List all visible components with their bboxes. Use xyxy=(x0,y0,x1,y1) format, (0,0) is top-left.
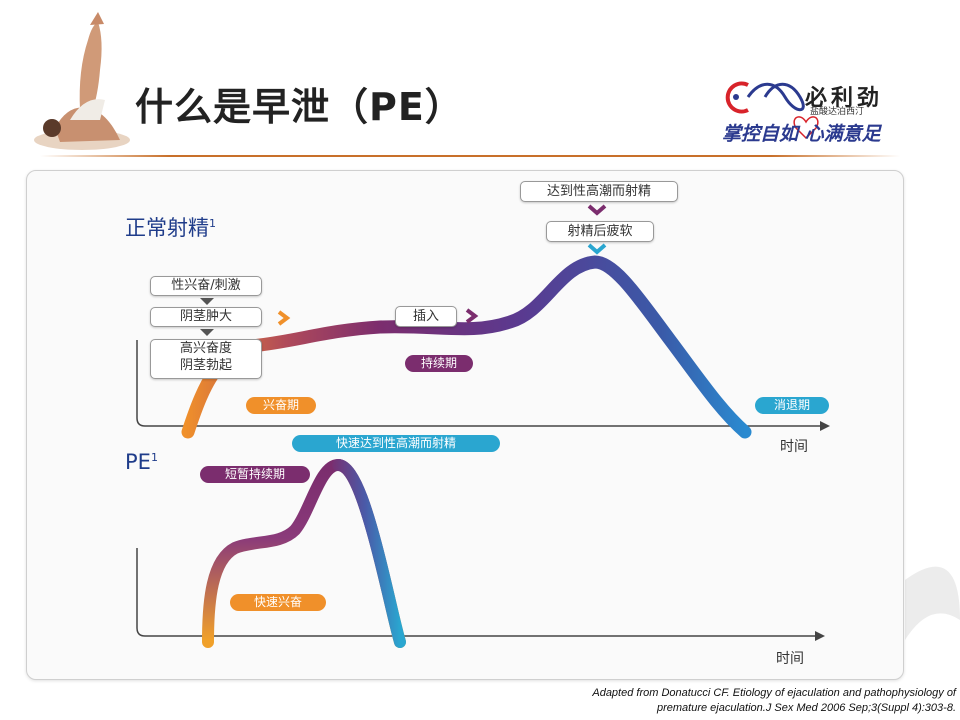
citation: Adapted from Donatucci CF. Etiology of e… xyxy=(476,686,956,716)
brand-slogan: 掌控自如 心满意足 xyxy=(722,123,881,145)
heart-icon xyxy=(793,116,819,140)
arousal-box: 性兴奋/刺激 xyxy=(150,276,262,296)
insertion-box: 插入 xyxy=(395,306,457,327)
pe-label: PE1 xyxy=(125,450,158,474)
erection-box-line1: 高兴奋度 xyxy=(179,341,232,356)
resolution-phase-pill: 消退期 xyxy=(755,397,829,414)
down-arrow-icon xyxy=(200,298,214,305)
erection-box: 高兴奋度 阴茎勃起 xyxy=(150,339,262,379)
diagram-panel xyxy=(26,170,904,680)
brand-logo-icon xyxy=(725,81,805,114)
normal-ejaculation-label: 正常射精1 xyxy=(125,212,216,242)
chevron-down-icon xyxy=(587,204,607,216)
citation-line1: Adapted from Donatucci CF. Etiology of e… xyxy=(592,687,956,699)
normal-time-axis-label: 时间 xyxy=(780,439,808,455)
normal-label-text: 正常射精 xyxy=(125,216,209,240)
climax-box: 达到性高潮而射精 xyxy=(520,181,678,202)
citation-line2: premature ejaculation.J Sex Med 2006 Sep… xyxy=(656,702,956,714)
page-title: 什么是早泄（PE） xyxy=(135,85,464,129)
fast-excitement-pill: 快速兴奋 xyxy=(230,594,326,611)
short-plateau-pill: 短暂持续期 xyxy=(200,466,310,483)
chevron-down-icon xyxy=(587,243,607,255)
normal-axes xyxy=(136,340,820,427)
erection-box-line2: 阴茎勃起 xyxy=(179,358,232,373)
down-arrow-icon xyxy=(200,329,214,336)
pe-label-sup: 1 xyxy=(150,451,158,464)
normal-axis-arrow-icon xyxy=(820,421,830,431)
normal-label-sup: 1 xyxy=(209,217,216,230)
pe-response-curve xyxy=(202,458,406,648)
fast-climax-pill: 快速达到性高潮而射精 xyxy=(292,435,500,452)
pe-response-curve-descent xyxy=(332,459,406,648)
chevron-right-icon xyxy=(277,310,291,326)
brand-logo-subtitle: 盐酸达泊西汀 xyxy=(810,107,865,117)
chevron-right-icon xyxy=(465,308,479,324)
couple-figure-image xyxy=(34,12,130,150)
pe-time-axis-label: 时间 xyxy=(776,651,804,667)
decorative-swirl xyxy=(905,566,960,640)
header-divider xyxy=(40,155,900,157)
brand-logo-name: 必利劲 xyxy=(805,85,884,111)
swelling-box: 阴茎肿大 xyxy=(150,307,262,327)
pe-axis-arrow-icon xyxy=(815,631,825,641)
pe-label-text: PE xyxy=(125,450,151,474)
pe-axes xyxy=(136,548,815,637)
post-ejaculation-box: 射精后疲软 xyxy=(546,221,654,242)
plateau-phase-pill: 持续期 xyxy=(405,355,473,372)
excitement-phase-pill: 兴奋期 xyxy=(246,397,316,414)
